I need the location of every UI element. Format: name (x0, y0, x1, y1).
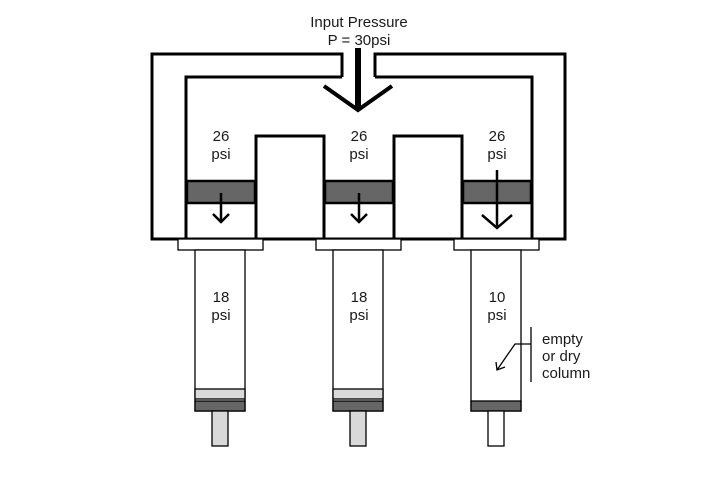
column-pressure-unit: psi (349, 307, 368, 324)
column-pressure-value: 10 (489, 289, 506, 306)
column-right: 10 psi (470, 249, 522, 447)
callout-line-2: or dry (542, 348, 581, 365)
chamber-pressure-value: 26 (489, 128, 506, 145)
column-middle: 18 psi (332, 249, 384, 447)
manifold-inner-right-wall (375, 75, 534, 239)
down-arrow-icon (212, 193, 230, 224)
chamber-pressure-unit: psi (211, 146, 230, 163)
callout-line-1: empty (542, 331, 583, 348)
empty-column-callout: empty or dry column (495, 327, 590, 382)
collar-plates (177, 238, 540, 251)
partition-right (392, 134, 464, 239)
column-pressure-unit: psi (487, 307, 506, 324)
chamber-pressure-value: 26 (213, 128, 230, 145)
column-pressure-unit: psi (211, 307, 230, 324)
column-frit-light (194, 388, 246, 400)
partition-left (254, 134, 326, 239)
input-pressure-value: P = 30psi (328, 32, 391, 49)
manifold-inner-channel (184, 75, 342, 239)
collar-plate-left (177, 238, 264, 251)
chamber-left: 26 psi (185, 128, 257, 224)
column-frit-dark (332, 400, 384, 412)
large-down-arrow-icon (481, 170, 513, 230)
column-stem (211, 410, 229, 447)
column-stem-empty (487, 410, 505, 447)
column-frit-dark (470, 400, 522, 412)
column-body (332, 249, 384, 412)
callout-arrow-icon (495, 343, 531, 371)
collar-plate-right (453, 238, 540, 251)
column-frit-dark (194, 400, 246, 412)
chamber-pressure-unit: psi (487, 146, 506, 163)
chamber-right: 26 psi (461, 128, 533, 230)
manifold-inner-left-wall (184, 75, 342, 239)
callout-line-3: column (542, 365, 590, 382)
chamber-middle: 26 psi (323, 128, 395, 224)
column-left: 18 psi (194, 249, 246, 447)
collar-plate-middle (315, 238, 402, 251)
input-arrow-icon (322, 48, 394, 113)
chamber-pressure-unit: psi (349, 146, 368, 163)
column-body (470, 249, 522, 412)
column-pressure-value: 18 (213, 289, 230, 306)
input-pressure-label: Input Pressure (310, 14, 408, 31)
column-frit-light (332, 388, 384, 400)
column-stem (349, 410, 367, 447)
down-arrow-icon (350, 193, 368, 224)
column-pressure-value: 18 (351, 289, 368, 306)
chamber-pressure-value: 26 (351, 128, 368, 145)
column-body (194, 249, 246, 412)
